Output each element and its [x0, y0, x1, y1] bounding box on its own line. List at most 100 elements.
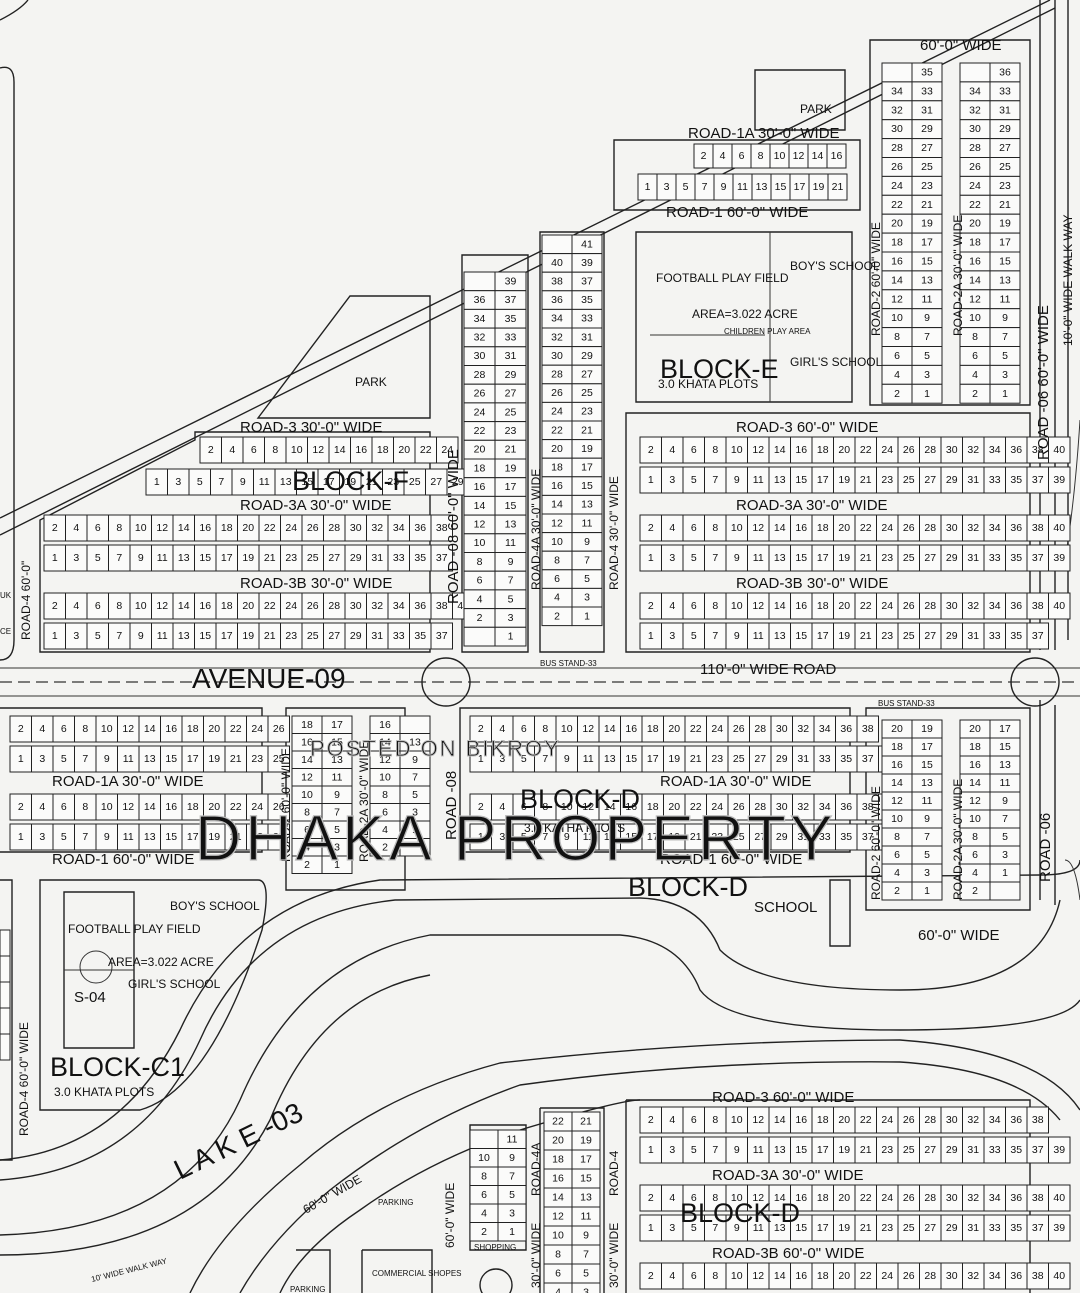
plot-lot	[469, 1129, 499, 1149]
plot-number: 26	[273, 723, 285, 735]
plot-number: 5	[61, 831, 67, 843]
plot-number: 3	[924, 369, 930, 381]
plot-number: 11	[507, 1133, 518, 1145]
plot-number: 12	[969, 293, 981, 305]
plot-number: 16	[969, 255, 981, 267]
plot-number: 29	[946, 630, 958, 642]
plot-number: 22	[860, 1114, 872, 1126]
plot-number: 24	[251, 723, 263, 735]
plot-number: 36	[474, 294, 486, 306]
plot-number: 17	[999, 237, 1011, 249]
plot-number: 9	[508, 556, 514, 568]
plot-lot	[1048, 544, 1071, 572]
plot-number: 11	[583, 831, 594, 843]
plot-number: 2	[208, 444, 214, 456]
plot-number: 24	[474, 406, 486, 418]
plot-number: 2	[701, 150, 707, 162]
plot-number: 34	[393, 600, 405, 612]
plot-number: 9	[734, 552, 740, 564]
plot-number: 6	[691, 1192, 697, 1204]
plot-number: 3	[664, 181, 670, 193]
plot-number: 19	[838, 1222, 850, 1234]
plot-number: 17	[999, 723, 1011, 735]
plot-number: 10	[731, 1114, 743, 1126]
plot-number: 21	[230, 831, 242, 843]
plot-number: 6	[521, 723, 527, 735]
plot-number: 24	[711, 801, 723, 813]
plot-number: 18	[817, 522, 829, 534]
plot-number: 4	[39, 723, 45, 735]
plot-number: 25	[921, 161, 933, 173]
plot-number: 5	[521, 831, 527, 843]
plot-number: 26	[969, 161, 981, 173]
plot-number: 12	[582, 723, 594, 735]
plot-lot	[1048, 592, 1071, 620]
bus-stand-1-label: BUS STAND-33	[540, 659, 597, 668]
plot-lot	[0, 955, 11, 983]
plot-number: 10	[969, 312, 981, 324]
plot-number: 11	[157, 630, 168, 642]
plot-number: 8	[542, 801, 548, 813]
plot-number: 15	[580, 1173, 592, 1185]
plot-number: 33	[921, 85, 933, 97]
plot-number: 1	[18, 831, 24, 843]
plot-number: 5	[509, 1189, 515, 1201]
plot-number: 13	[756, 181, 768, 193]
plot-lot	[571, 606, 603, 627]
plot-number: 17	[580, 1154, 592, 1166]
road-2a-dr-label: ROAD-2A 30'-0" WIDE	[951, 779, 965, 900]
plot-number: 20	[242, 600, 254, 612]
plot-number: 9	[734, 630, 740, 642]
shopping-label: SHOPPING	[474, 1243, 516, 1252]
plot-number: 6	[304, 824, 310, 836]
plot-number: 31	[967, 552, 979, 564]
plot-number: 14	[334, 444, 346, 456]
plot-number: 40	[1053, 522, 1065, 534]
plot-number: 16	[165, 723, 177, 735]
plot-number: 30	[946, 444, 958, 456]
plot-number: 17	[817, 1144, 829, 1156]
block-c1-label: BLOCK-C1	[50, 1052, 185, 1082]
plot-number: 31	[967, 1222, 979, 1234]
plot-number: 24	[251, 801, 263, 813]
plot-number: 4	[720, 150, 726, 162]
plot-number: 16	[301, 736, 313, 748]
plot-number: 18	[817, 1114, 829, 1126]
plot-number: 22	[551, 424, 563, 436]
plot-number: 23	[881, 552, 893, 564]
plot-number: 8	[712, 1114, 718, 1126]
plot-number: 29	[946, 474, 958, 486]
area-c1-label: AREA=3.022 ACRE	[108, 955, 214, 969]
plot-number: 15	[625, 753, 637, 765]
plot-number: 13	[774, 474, 786, 486]
plot-number: 20	[208, 723, 220, 735]
plot-number: 8	[382, 789, 388, 801]
plot-number: 4	[972, 369, 978, 381]
boys-school-c1-label: BOY'S SCHOOL	[170, 899, 260, 913]
plot-number: 29	[581, 350, 593, 362]
plot-number: 8	[712, 600, 718, 612]
plot-lot	[321, 855, 353, 874]
plot-number: 3	[499, 831, 505, 843]
road-1-d-label: ROAD-1 60'-0" WIDE	[660, 851, 802, 868]
plot-number: 9	[924, 312, 930, 324]
bus-stand-2-label: BUS STAND-33	[878, 699, 935, 708]
plot-number: 9	[334, 789, 340, 801]
plot-number: 37	[581, 276, 593, 288]
plot-number: 3	[1002, 369, 1008, 381]
plot-number: 5	[924, 350, 930, 362]
plot-number: 10	[891, 813, 903, 825]
plot-number: 12	[122, 723, 134, 735]
plot-number: 7	[542, 753, 548, 765]
plot-number: 6	[691, 600, 697, 612]
plot-number: 21	[690, 753, 702, 765]
watermark-line1: POSTED ON BIKROY	[310, 736, 561, 761]
plot-number: 5	[583, 1268, 589, 1280]
plot-number: 29	[776, 831, 788, 843]
plot-lot	[1026, 622, 1049, 650]
plot-number: 28	[969, 142, 981, 154]
plot-number: 2	[894, 388, 900, 400]
plot-number: 35	[840, 753, 852, 765]
plot-number: 26	[903, 1270, 915, 1282]
plot-number: 17	[817, 474, 829, 486]
